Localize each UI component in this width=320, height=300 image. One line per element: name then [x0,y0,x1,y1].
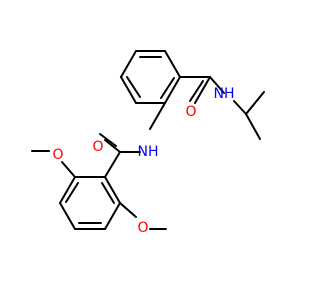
atom-nh-lower: NH [138,144,159,160]
bond [59,202,76,230]
bond [149,102,166,130]
atom-oxygen-upper-carbonyl: O [185,104,196,120]
atom-oxygen-methoxy-right: O [137,220,148,236]
isopropyl-amide-group [179,76,265,140]
bond [245,91,265,115]
atom-oxygen-lower-carbonyl: O [92,139,103,155]
bond [104,151,121,178]
bond [104,202,121,230]
methoxy-groups [31,150,167,230]
bond [119,202,137,218]
bond [104,139,121,153]
bond [194,76,211,104]
aromatic-bond [126,76,141,98]
lower-benzene-ring [59,176,121,230]
bond [120,50,137,78]
double-bond [99,133,117,147]
double-bond [189,80,204,102]
bond [104,176,121,204]
atom-nh-upper: NH [214,86,235,102]
atom-labels: O NH NH O O O [52,86,234,236]
bond [61,161,76,178]
aromatic-bond [65,182,79,203]
benzamide-linker [99,133,141,178]
bond [120,76,137,104]
aromatic-bond [160,77,175,99]
bond [233,100,247,115]
bond [164,76,181,104]
bond [164,50,181,78]
bond [245,113,261,140]
atom-oxygen-methoxy-left: O [52,147,63,163]
bond [209,76,225,94]
aromatic-bond [101,182,115,204]
chemical-structure-diagram: O NH NH O O O [31,50,265,236]
upper-benzene-ring [120,50,181,104]
bond [59,176,76,204]
